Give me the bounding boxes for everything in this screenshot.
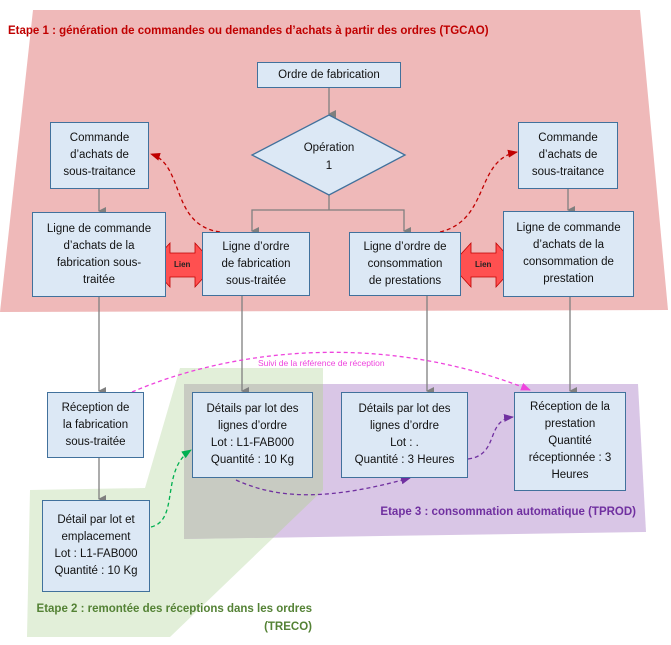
- stage1-label: Etape 1 : génération de commandes ou dem…: [8, 25, 489, 37]
- box-text-line: Commande: [69, 132, 130, 144]
- commande-achats-left-box[interactable]: Commande d’achats de sous-traitance: [50, 122, 149, 189]
- box-text-line: réceptionnée : 3: [528, 452, 612, 464]
- box-text-line: sous-traitée: [225, 274, 287, 287]
- box-text-line: lignes d’ordre: [369, 420, 440, 432]
- box-text-line: Commande: [538, 132, 598, 144]
- box-text-line: Quantité : 3 Heures: [354, 454, 455, 466]
- stage2-label-line2: (TRECO): [264, 621, 312, 633]
- box-text-line: la fabrication: [62, 418, 129, 431]
- box-text-line: Réception de: [61, 401, 130, 414]
- reception-feedback-arrow: [150, 449, 192, 528]
- box-text: Ligne de commande d’achats de la consommat…: [516, 220, 620, 288]
- box-text: Réception de la fabrication sous-traitée: [62, 400, 130, 451]
- box-text-line: de fabrication: [221, 257, 291, 270]
- box-text-line: Ligne d’ordre: [222, 240, 290, 253]
- box-text-line: Quantité: [548, 435, 592, 447]
- box-text-line: emplacement: [61, 531, 131, 543]
- box-text-line: Ligne de commande: [516, 222, 621, 234]
- box-text-line: Détails par lot des: [358, 403, 451, 415]
- box-text-line: d’achats de la: [63, 239, 135, 252]
- box-text-line: Réception de la: [530, 401, 610, 413]
- box-text-line: Quantité : 10 Kg: [54, 565, 138, 577]
- box-text: Ligne d’ordre de consommation de prestatio…: [363, 239, 446, 290]
- ordre-fabrication-box[interactable]: Ordre de fabrication: [257, 62, 401, 88]
- operation-label: Opération 1: [289, 139, 369, 175]
- commande-achats-right-box[interactable]: Commande d’achats de sous-traitance: [518, 122, 618, 189]
- link-label-right: Lien: [475, 260, 492, 269]
- stage2-label: Etape 2 : remontée des réceptions dans l…: [36, 600, 312, 636]
- stage2-label-line1: Etape 2 : remontée des réceptions dans l…: [36, 603, 312, 615]
- operation-diamond[interactable]: [250, 114, 407, 196]
- box-text-line: Lot : L1-FAB000: [210, 437, 295, 449]
- box-text-line: de prestations: [368, 274, 442, 287]
- box-text-line: prestation: [544, 418, 596, 430]
- box-text: Ordre de fabrication: [278, 67, 380, 84]
- box-text-line: consommation: [367, 257, 443, 270]
- box-text-line: prestation: [543, 273, 594, 285]
- box-text-line: Détail par lot et: [57, 514, 135, 526]
- reference-tracking-label: Suivi de la référence de réception: [258, 358, 385, 368]
- box-text: Ligne d’ordre de fabrication sous-traitée: [221, 239, 290, 290]
- ligne-ordre-conso-box[interactable]: Ligne d’ordre de consommation de prestatio…: [349, 232, 461, 296]
- reference-tracking-arrow: [131, 351, 531, 393]
- box-text-line: Ligne de commande: [46, 222, 152, 235]
- box-text-line: fabrication sous-: [56, 256, 142, 269]
- box-text-line: Lot : .: [390, 437, 419, 449]
- box-text-line: Quantité : 10 Kg: [210, 454, 295, 466]
- box-text-line: Lot : L1-FAB000: [54, 548, 138, 560]
- box-text-line: d’achats de la: [533, 239, 604, 251]
- box-text-line: d’achats de: [538, 149, 598, 161]
- box-text-line: Ligne d’ordre de: [363, 240, 447, 253]
- box-text: Commande d’achats de sous-traitance: [532, 130, 604, 181]
- generation-arrow-right: [439, 149, 518, 233]
- connector-branch-right: [329, 209, 411, 235]
- box-text: Ligne de commande d’achats de la fabricati…: [47, 221, 151, 289]
- reception-fab-box[interactable]: Réception de la fabrication sous-traitée: [47, 392, 144, 458]
- box-text-line: Détails par lot des: [206, 403, 299, 415]
- operation-line-0: Opération: [303, 142, 355, 154]
- generation-arrow-left: [150, 152, 221, 233]
- box-text-line: Ordre de fabrication: [278, 68, 380, 81]
- ligne-ordre-fab-box[interactable]: Ligne d’ordre de fabrication sous-traitée: [202, 232, 310, 296]
- box-text-line: lignes d’ordre: [217, 420, 288, 432]
- box-text-line: sous-traitance: [531, 166, 605, 178]
- connector-branch-left: [251, 209, 329, 235]
- consumption-arrow-2: [467, 413, 514, 460]
- box-text-line: d’achats de: [70, 149, 129, 161]
- box-text-line: sous-traitance: [63, 166, 136, 178]
- operation-line-1: 1: [325, 160, 333, 172]
- stage3-label: Etape 3 : consommation automatique (TPRO…: [380, 506, 636, 518]
- ligne-commande-fab-box[interactable]: Ligne de commande d’achats de la fabricati…: [32, 212, 166, 297]
- consumption-arrow-1: [235, 476, 411, 496]
- box-text-line: sous-traitée: [65, 435, 126, 448]
- box-text-line: Heures: [551, 469, 589, 481]
- link-label-left: Lien: [174, 260, 191, 269]
- box-text: Commande d’achats de sous-traitance: [63, 130, 135, 181]
- box-text-line: traitée: [83, 273, 115, 286]
- box-text-line: consommation de: [523, 256, 614, 268]
- ligne-commande-conso-box[interactable]: Ligne de commande d’achats de la consommat…: [503, 211, 634, 297]
